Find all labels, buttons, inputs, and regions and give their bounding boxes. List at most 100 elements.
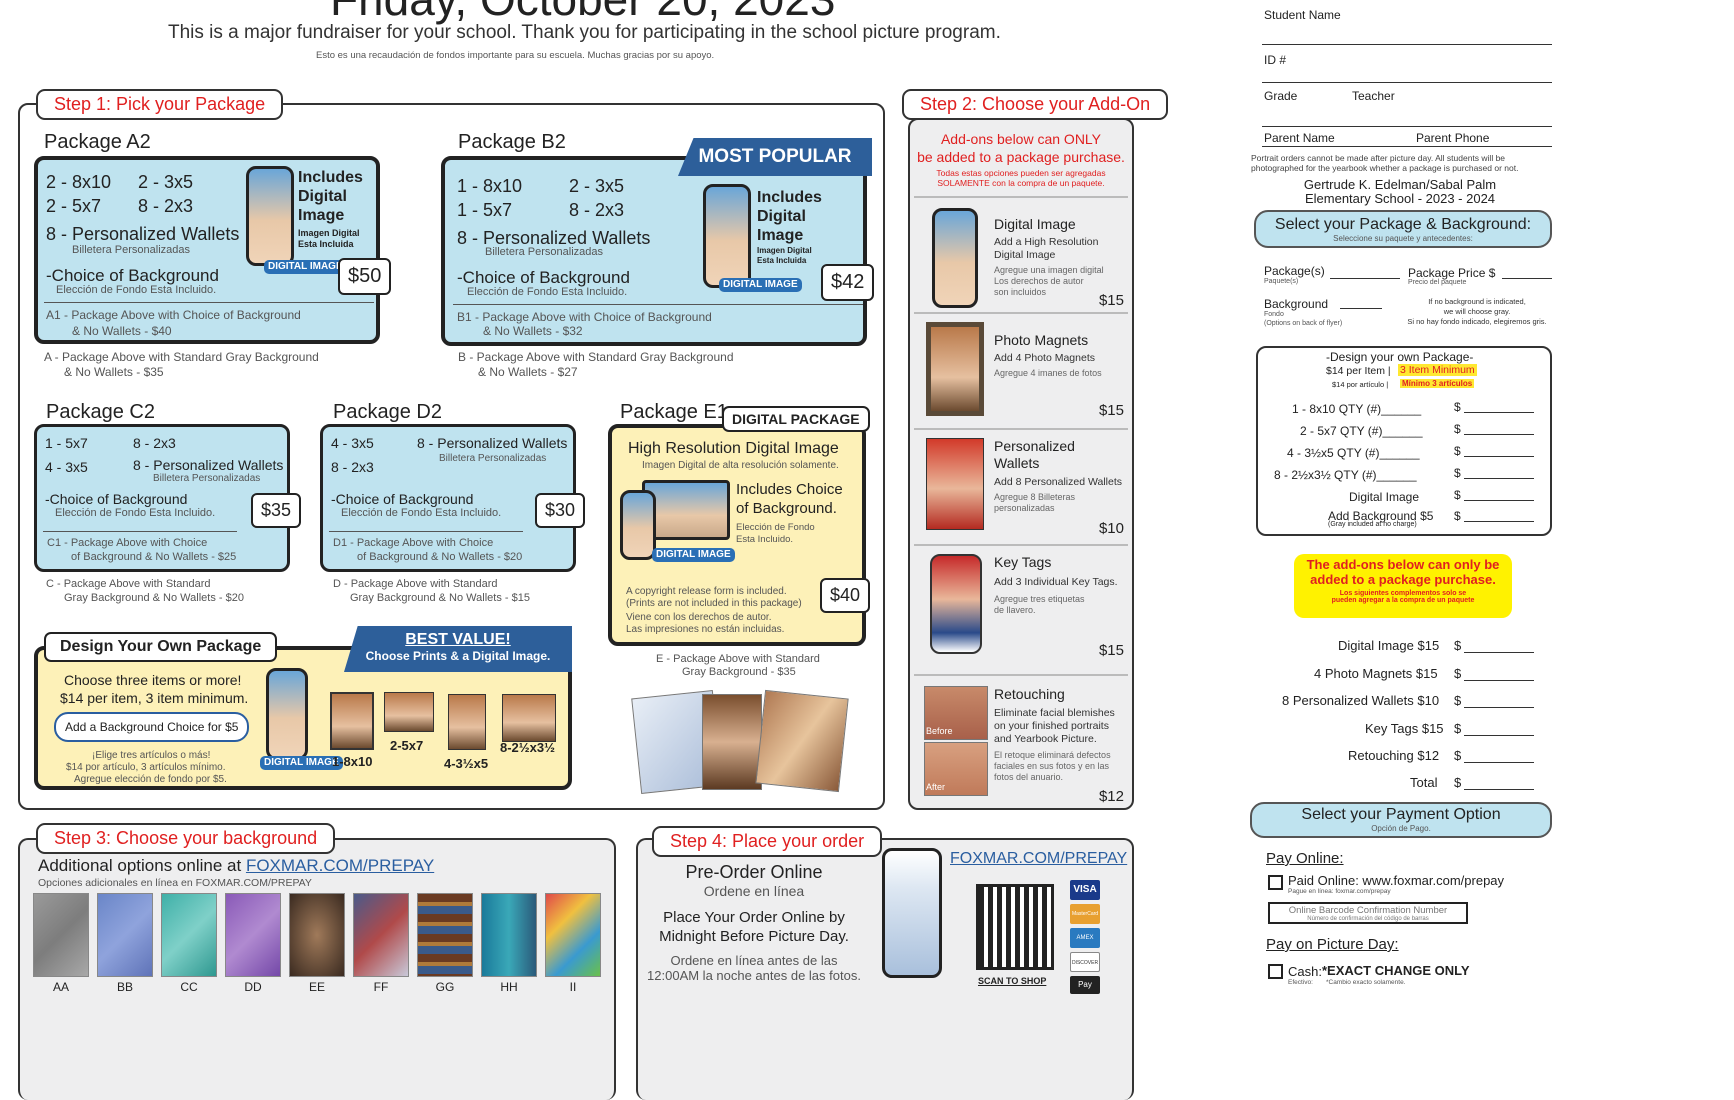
key-tag-image <box>930 554 982 654</box>
dyo-amount-field[interactable] <box>1464 434 1534 435</box>
swatch-cc[interactable] <box>161 893 217 977</box>
packages-label: Package(s) <box>1264 264 1325 278</box>
swatch-ii[interactable] <box>545 893 601 977</box>
step1-panel <box>18 103 885 810</box>
add-background-button[interactable]: Add a Background Choice for $5 <box>54 712 250 742</box>
background-field[interactable] <box>1340 308 1382 309</box>
swatch-gg[interactable] <box>417 893 473 977</box>
addon-amount-field[interactable] <box>1464 762 1534 763</box>
qty-5x7[interactable]: 2 - 5x7 QTY (#)______ <box>1300 424 1423 438</box>
swatch-dd[interactable] <box>225 893 281 977</box>
pkg-a-sub: A - Package Above with Standard Gray Bac… <box>44 350 319 364</box>
background-note: (Options on back of flyer) <box>1264 320 1343 327</box>
includes-text: Includes <box>298 169 363 186</box>
warning-line: be added to a package purchase. <box>917 149 1125 165</box>
addon-amount-field[interactable] <box>1464 680 1534 681</box>
addon-personalized-wallets[interactable]: Personalized Wallets Add 8 Personalized … <box>914 428 1128 544</box>
best-value-text: BEST VALUE! <box>405 631 511 648</box>
addon-amount-field[interactable] <box>1464 652 1534 653</box>
pkg-bg: -Choice of Background <box>457 268 630 287</box>
total-field[interactable] <box>1464 789 1534 790</box>
teacher-label: Teacher <box>1352 89 1395 103</box>
addon-retouching[interactable]: Before After Retouching Eliminate facial… <box>914 674 1128 808</box>
dollar-sign: $ <box>1454 488 1461 502</box>
id-field[interactable] <box>1262 82 1552 83</box>
qty-8x10[interactable]: 1 - 8x10 QTY (#)______ <box>1292 402 1422 416</box>
package-c2-card[interactable]: 1 - 5x7 8 - 2x3 4 - 3x5 8 - Personalized… <box>34 424 302 572</box>
swatch-ee[interactable] <box>289 893 345 977</box>
package-b2-card[interactable]: 1 - 8x10 2 - 3x5 1 - 5x7 8 - 2x3 8 - Per… <box>441 156 875 346</box>
qty-wallet[interactable]: 8 - 2½x3½ QTY (#)______ <box>1274 468 1417 482</box>
swatch-bb[interactable] <box>97 893 153 977</box>
pkg-item: 2 - 3x5 <box>138 172 194 192</box>
dollar-sign: $ <box>1454 775 1462 790</box>
student-name-field[interactable] <box>1262 44 1552 45</box>
ywarn-es: pueden agregar a la compra de un paquete <box>1331 597 1475 604</box>
addon-digital-image[interactable]: Digital Image Add a High Resolution Digi… <box>914 196 1128 312</box>
id-label: ID # <box>1264 53 1287 67</box>
addon-desc-es: Agregue 8 Billeteras <box>994 492 1076 502</box>
pay-online-checkbox[interactable] <box>1268 875 1283 890</box>
swatch-hh[interactable] <box>481 893 537 977</box>
dyo-amount-field[interactable] <box>1464 456 1534 457</box>
package-a2-card[interactable]: 2 - 8x10 2 - 3x5 2 - 5x7 8 - 2x3 8 - Per… <box>34 156 392 344</box>
school-line: Gertrude K. Edelman/Sabal Palm <box>1303 177 1497 192</box>
dyo-amount-field[interactable] <box>1464 500 1534 501</box>
addon-amount-field[interactable] <box>1464 735 1534 736</box>
size-label: 8-2½x3½ <box>500 740 555 755</box>
pay-picture-day-label: Pay on Picture Day: <box>1266 936 1399 953</box>
select-package-title: Select your Package & Background: <box>1274 216 1532 233</box>
dyo-add-bg-es: (Gray included at no charge) <box>1328 521 1417 528</box>
addon-desc-es: fotos del anuario. <box>994 772 1064 782</box>
visa-icon: VISA <box>1070 880 1100 900</box>
addon-amount-field[interactable] <box>1464 707 1534 708</box>
barcode-confirmation-field[interactable]: Online Barcode Confirmation Number Númer… <box>1268 902 1468 924</box>
phone-image <box>932 208 978 308</box>
cash-checkbox[interactable] <box>1268 964 1283 979</box>
swatch-label: EE <box>308 980 325 994</box>
addon-title: Retouching <box>994 686 1065 702</box>
package-c2-name: Package C2 <box>46 401 155 423</box>
e1-title: High Resolution Digital Image <box>628 440 839 457</box>
dollar-sign: $ <box>1454 444 1461 458</box>
qty-3x5[interactable]: 4 - 3½x5 QTY (#)______ <box>1287 446 1420 460</box>
package-price-field[interactable] <box>1502 278 1552 279</box>
includes-text: Includes <box>757 189 822 206</box>
package-d2-card[interactable]: 4 - 3x5 8 - Personalized Wallets Billete… <box>320 424 586 572</box>
parent-field[interactable] <box>1262 146 1552 147</box>
pkg-c-sub: C - Package Above with Standard <box>46 578 211 590</box>
dyo-amount-field[interactable] <box>1464 478 1534 479</box>
dyo-amount-field[interactable] <box>1464 412 1534 413</box>
addon-key-tags[interactable]: Key Tags Add 3 Individual Key Tags. Agre… <box>914 544 1128 674</box>
dyo-minimum: 3 Item Minimum <box>1398 364 1477 376</box>
package-field[interactable] <box>1330 278 1400 279</box>
package-a2-name: Package A2 <box>44 131 151 153</box>
package-e1-card[interactable]: High Resolution Digital Image Imagen Dig… <box>608 424 871 646</box>
exact-change-es: *Cambio exacto solamente. <box>1326 979 1406 986</box>
addon-photo-magnets[interactable]: Photo Magnets Add 4 Photo Magnets Agregu… <box>914 312 1128 428</box>
swatch-label: HH <box>500 980 518 994</box>
school-name: Gertrude K. Edelman/Sabal Palm Elementar… <box>1250 178 1550 206</box>
addon-desc: Eliminate facial blemishes <box>994 707 1115 719</box>
no-bg-line: we will choose gray. <box>1443 307 1511 316</box>
foxmar-link[interactable]: FOXMAR.COM/PREPAY <box>245 856 435 875</box>
best-value-sub: Choose Prints & a Digital Image. <box>365 649 551 663</box>
dollar-sign: $ <box>1454 638 1462 653</box>
includes-es: Esta Incluida <box>757 256 807 265</box>
swatch-aa[interactable] <box>33 893 89 977</box>
pkg-bg-es: Elección de Fondo Esta Incluido. <box>55 507 216 519</box>
dollar-sign: $ <box>1454 400 1461 414</box>
pkg-d-sub: Gray Background & No Wallets - $15 <box>350 592 530 604</box>
warning-line: Add-ons below can ONLY <box>940 131 1102 147</box>
most-popular-banner: MOST POPULAR <box>678 138 872 176</box>
addon-retouch-line: Retouching $12 <box>1348 748 1440 763</box>
dyo-amount-field[interactable] <box>1464 521 1534 522</box>
bg-options-es: Opciones adicionales en línea en FOXMAR.… <box>38 877 312 889</box>
addon-price: $15 <box>1098 402 1124 419</box>
qr-code-icon[interactable] <box>976 884 1054 970</box>
pkg-item-es: Billetera Personalizadas <box>72 244 191 256</box>
swatch-ff[interactable] <box>353 893 409 977</box>
foxmar-prepay-link[interactable]: FOXMAR.COM/PREPAY <box>950 850 1128 867</box>
grade-teacher-field[interactable] <box>1262 126 1552 127</box>
after-image <box>924 742 988 796</box>
